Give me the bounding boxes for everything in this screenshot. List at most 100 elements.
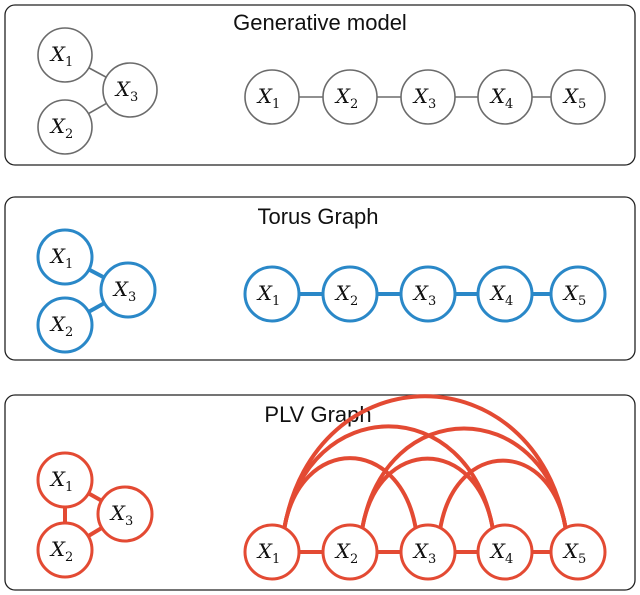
node-x1-subscript: 1 (272, 294, 280, 309)
node-x1-subscript: 1 (272, 97, 280, 112)
node-x3-label: X3 (412, 539, 437, 567)
node-x1: X1 (36, 228, 94, 286)
panel-frame (4, 394, 636, 591)
node-x2-var: X (334, 84, 351, 108)
node-x3-circle (96, 485, 154, 543)
node-x2-label: X2 (49, 537, 74, 565)
node-x3: X3 (399, 265, 457, 323)
node-x4-label: X4 (489, 539, 514, 567)
node-x2-label: X2 (334, 281, 359, 309)
node-x1-var: X (256, 281, 273, 305)
node-x2-subscript: 2 (350, 294, 358, 309)
node-x5: X5 (549, 265, 607, 323)
node-x3-circle (102, 62, 158, 118)
node-x4-subscript: 4 (505, 294, 513, 309)
node-x3-var: X (112, 277, 129, 301)
node-x3-var: X (109, 501, 126, 525)
node-x3-subscript: 3 (128, 290, 136, 305)
node-x2: X2 (37, 99, 93, 155)
node-x1: X1 (244, 69, 300, 125)
panel-title: Torus Graph (257, 204, 378, 229)
node-x2-subscript: 2 (65, 127, 73, 142)
node-x5-circle (550, 69, 606, 125)
node-x1-circle (36, 228, 94, 286)
node-x3-subscript: 3 (428, 97, 436, 112)
node-x3-var: X (412, 539, 429, 563)
node-x3-subscript: 3 (428, 294, 436, 309)
node-x1-label: X1 (49, 467, 74, 495)
node-x1-subscript: 1 (65, 257, 73, 272)
node-x5: X5 (550, 69, 606, 125)
node-x1-subscript: 1 (65, 55, 73, 70)
node-x1: X1 (243, 523, 301, 581)
node-x1-circle (244, 69, 300, 125)
node-x5-var: X (562, 281, 579, 305)
node-x2-circle (36, 296, 94, 354)
node-x2-label: X2 (49, 114, 74, 142)
node-x4-var: X (489, 281, 506, 305)
node-x5-subscript: 5 (578, 294, 586, 309)
node-x1-circle (37, 27, 93, 83)
node-x4-var: X (489, 84, 506, 108)
node-x3-subscript: 3 (130, 90, 138, 105)
node-x2: X2 (321, 523, 379, 581)
node-x1: X1 (37, 27, 93, 83)
node-x2-subscript: 2 (350, 97, 358, 112)
node-x1: X1 (243, 265, 301, 323)
node-x2-label: X2 (334, 84, 359, 112)
node-x1-subscript: 1 (65, 480, 73, 495)
edge-x1-x5 (282, 394, 568, 531)
node-x1-label: X1 (49, 244, 74, 272)
node-x4: X4 (476, 523, 534, 581)
node-x1-var: X (49, 467, 66, 491)
node-x5-circle (549, 265, 607, 323)
node-x3-var: X (114, 77, 131, 101)
node-x3-circle (99, 261, 157, 319)
node-x1-label: X1 (256, 84, 281, 112)
node-x4-circle (476, 265, 534, 323)
node-x1-var: X (256, 84, 273, 108)
node-x5-label: X5 (562, 539, 587, 567)
node-x2-circle (321, 523, 379, 581)
node-x3-circle (400, 69, 456, 125)
node-x5-circle (549, 523, 607, 581)
node-x3-label: X3 (112, 277, 137, 305)
node-x3: X3 (102, 62, 158, 118)
node-x1-circle (243, 265, 301, 323)
panel-title: Generative model (233, 10, 407, 35)
edge-x2-x5 (360, 426, 568, 531)
node-x3-label: X3 (114, 77, 139, 105)
node-x3: X3 (400, 69, 456, 125)
node-x5-label: X5 (562, 84, 587, 112)
node-x1-circle (36, 451, 94, 509)
node-x4-circle (477, 69, 533, 125)
node-x5-var: X (562, 539, 579, 563)
node-x2-circle (322, 69, 378, 125)
node-x4-label: X4 (489, 281, 514, 309)
node-x3-subscript: 3 (428, 552, 436, 567)
panel-title: PLV Graph (264, 402, 371, 427)
node-x3-label: X3 (412, 281, 437, 309)
node-x3-var: X (412, 281, 429, 305)
node-x1-var: X (49, 244, 66, 268)
node-x1-label: X1 (49, 42, 74, 70)
node-x1-label: X1 (256, 281, 281, 309)
node-x1: X1 (36, 451, 94, 509)
node-x4: X4 (476, 265, 534, 323)
node-x4-var: X (489, 539, 506, 563)
node-x2-circle (36, 521, 94, 579)
node-x2: X2 (36, 296, 94, 354)
node-x3-subscript: 3 (125, 514, 133, 529)
edge-x3-x5 (438, 458, 568, 531)
node-x2: X2 (321, 265, 379, 323)
node-x2-circle (37, 99, 93, 155)
